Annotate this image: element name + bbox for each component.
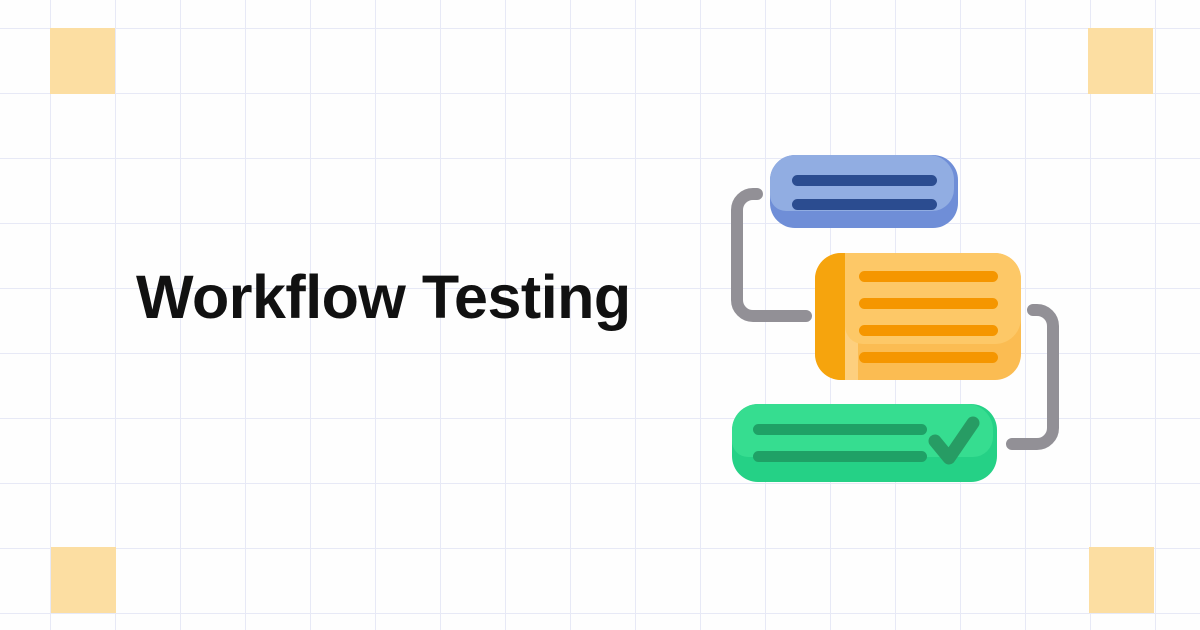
connector-elbow-right (1006, 304, 1059, 450)
corner-accent-square-top-right (1088, 28, 1153, 94)
corner-accent-square-bottom-left (51, 547, 116, 613)
text-line-stripe (792, 175, 937, 186)
page-title: Workflow Testing (136, 263, 631, 331)
text-line-stripe (753, 451, 927, 462)
text-line-stripe (792, 199, 937, 210)
text-line-stripe (859, 271, 998, 282)
text-line-stripe (859, 352, 998, 363)
text-line-stripe (859, 325, 998, 336)
checkmark-icon (928, 416, 980, 465)
corner-accent-square-bottom-right (1089, 547, 1154, 613)
text-line-stripe (859, 298, 998, 309)
connector-elbow-left (731, 188, 812, 322)
task-card-blue (770, 155, 958, 228)
task-card-green-done (732, 404, 997, 482)
corner-accent-square-top-left (50, 28, 115, 94)
task-card-orange (815, 253, 1021, 380)
card-edge-strip (815, 253, 845, 380)
text-line-stripe (753, 424, 927, 435)
